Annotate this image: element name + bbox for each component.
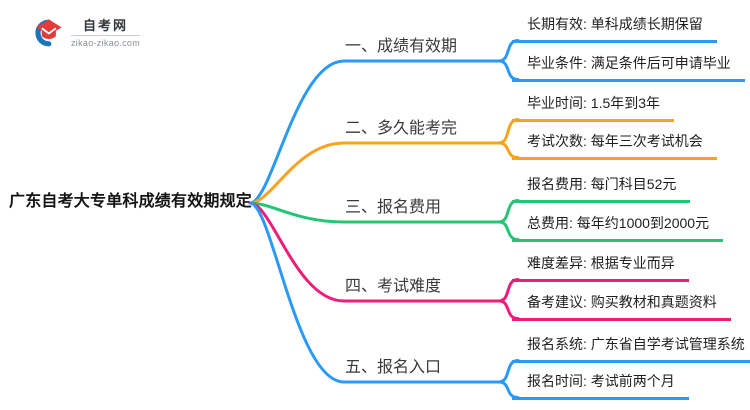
site-logo[interactable]: 自考网 zikao-zikao.com — [29, 17, 141, 49]
logo-divider — [71, 34, 141, 36]
branch-1-label[interactable]: 一、成绩有效期 — [345, 38, 458, 55]
branch-4-child-2-connector — [497, 299, 520, 320]
branch-1-child-2[interactable]: 毕业条件: 满足条件后可申请毕业 — [512, 52, 745, 82]
branch-3-child-1[interactable]: 报名费用: 每门科目52元 — [512, 173, 691, 203]
branch-5-child-1[interactable]: 报名系统: 广东省自学考试管理系统 — [512, 333, 750, 363]
branch-2-child-2[interactable]: 考试次数: 每年三次考试机会 — [512, 130, 717, 160]
branch-2-child-1[interactable]: 毕业时间: 1.5年到3年 — [512, 92, 675, 122]
branch-4-child-1[interactable]: 难度差异: 根据专业而异 — [512, 252, 689, 282]
branch-4-line — [248, 201, 503, 303]
branch-4-label[interactable]: 四、考试难度 — [345, 278, 442, 295]
branch-2-label[interactable]: 二、多久能考完 — [345, 120, 458, 137]
logo-title: 自考网 — [83, 17, 129, 33]
branch-3-label[interactable]: 三、报名费用 — [345, 199, 442, 216]
graduation-cap-icon — [35, 19, 62, 47]
branch-3-child-2[interactable]: 总费用: 每年约1000到2000元 — [512, 212, 724, 242]
branch-5-line — [248, 201, 503, 384]
branch-3-line — [248, 201, 503, 224]
branch-2-line — [248, 141, 503, 205]
branch-1-child-1[interactable]: 长期有效: 单科成绩长期保留 — [512, 13, 717, 43]
branch-1-child-2-connector — [497, 59, 520, 81]
branch-5-child-2[interactable]: 报名时间: 考试前两个月 — [512, 370, 689, 400]
branch-5-label[interactable]: 五、报名入口 — [345, 359, 442, 376]
branch-1-line — [248, 59, 503, 205]
central-topic[interactable]: 广东自考大专单科成绩有效期规定 — [9, 193, 253, 210]
branch-3-child-2-connector — [497, 220, 520, 241]
branch-4-child-2[interactable]: 备考建议: 购买教材和真题资料 — [512, 291, 731, 321]
logo-domain: zikao-zikao.com — [71, 37, 141, 48]
